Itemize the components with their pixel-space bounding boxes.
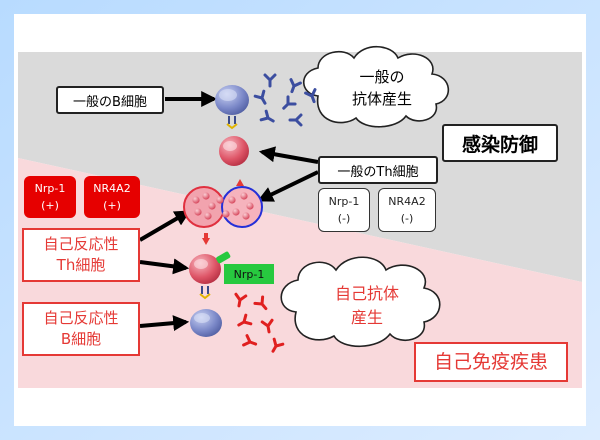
general-antibody-cloud xyxy=(302,45,450,128)
arrow-autoreactive-th-to-cluster xyxy=(138,210,191,242)
general-antibodies xyxy=(253,73,317,127)
general-th-cell-label: 一般のTh細胞 xyxy=(318,156,438,184)
autoreactive-th-cell xyxy=(189,254,221,284)
arrow-autoreactive-th-to-th xyxy=(139,258,190,275)
autoreactive-b-cell xyxy=(190,309,222,337)
cluster-dots xyxy=(192,192,254,220)
receptor-top xyxy=(226,116,238,130)
general-th-cell xyxy=(219,136,249,166)
arrow-general-th-to-cluster xyxy=(257,170,319,202)
general-antibody-text: 一般の 抗体産生 xyxy=(351,68,412,108)
arrow-general-th-to-th xyxy=(258,146,319,164)
autoreactive-th-label: 自己反応性 Th細胞 xyxy=(22,228,140,282)
regulatory-cluster-cell-right xyxy=(221,186,263,228)
general-b-cell xyxy=(215,85,249,115)
receptor-bottom xyxy=(199,286,211,300)
autoimmune-disease-label: 自己免疫疾患 xyxy=(414,342,568,382)
marker-nr4a2-negative: NR4A2 (-) xyxy=(378,188,436,232)
marker-nrp1-positive: Nrp-1 (+) xyxy=(24,176,76,218)
auto-antibody-text: 自己抗体 産生 xyxy=(334,284,399,327)
nrp1-tag: Nrp-1 xyxy=(224,264,274,284)
auto-antibody-cloud xyxy=(280,256,441,347)
marker-nrp1-negative: Nrp-1 (-) xyxy=(318,188,370,232)
arrow-autoreactive-b xyxy=(139,315,190,332)
red-down-arrow xyxy=(202,238,210,245)
regulatory-cluster-cell-left xyxy=(183,186,225,228)
autoantibodies xyxy=(234,292,285,353)
marker-nr4a2-positive: NR4A2 (+) xyxy=(84,176,140,218)
red-up-arrow xyxy=(236,179,244,186)
infection-defense-label: 感染防御 xyxy=(442,124,558,162)
nrp1-receptor xyxy=(216,251,231,264)
general-b-cell-label: 一般のB細胞 xyxy=(56,86,164,114)
autoreactive-b-label: 自己反応性 B細胞 xyxy=(22,302,140,356)
